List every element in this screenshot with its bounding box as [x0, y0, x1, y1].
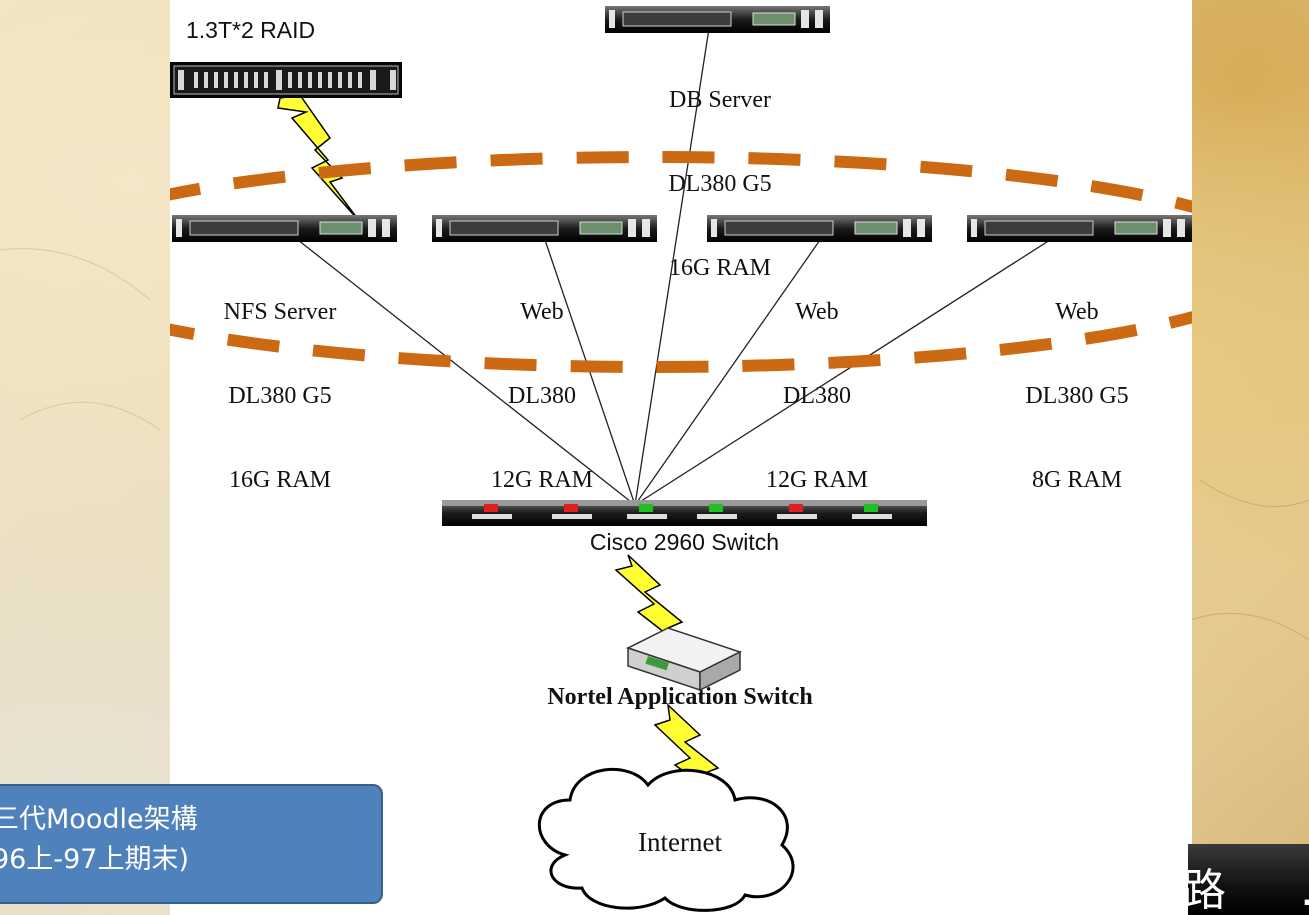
diagram-canvas [170, 5, 1192, 912]
internet-label: Internet [638, 827, 722, 857]
server-model: DL380 [783, 383, 851, 409]
server-model: DL380 G5 [228, 383, 332, 409]
web-server-1-label: Web DL380 12G RAM [432, 242, 652, 550]
link-web3 [634, 239, 1051, 506]
web-server-3-icon [966, 214, 1192, 243]
link-web2 [634, 239, 821, 506]
server-ram: 12G RAM [490, 467, 593, 493]
server-ram: 12G RAM [765, 467, 868, 493]
raid-storage-icon [170, 62, 402, 98]
caption-line-2: 96上-97上期末) [0, 844, 189, 875]
web-server-3-label: Web DL380 G5 8G RAM [967, 242, 1187, 550]
network-links [297, 21, 1051, 506]
server-ram: 16G RAM [228, 467, 331, 493]
corner-banner: 路 ... [1188, 844, 1309, 915]
nfs-server-icon [171, 214, 398, 243]
network-diagram: 1.3T*2 RAID DB Server DL380 G5 16G RAM N… [170, 0, 1192, 915]
db-server-icon [604, 5, 831, 34]
db-server-model: DL380 G5 [668, 171, 772, 197]
cisco-switch-icon [442, 500, 927, 526]
caption-box: 三代Moodle架構 96上-97上期末) [0, 784, 383, 904]
cisco-switch-label: Cisco 2960 Switch [589, 529, 780, 555]
server-name: Web [795, 299, 839, 325]
server-name: Web [520, 299, 564, 325]
server-ram: 8G RAM [1031, 467, 1122, 493]
internet-cloud-icon [537, 767, 795, 912]
corner-banner-text: 路 ... [1188, 865, 1309, 915]
nfs-server-label: NFS Server DL380 G5 16G RAM [170, 242, 390, 550]
db-server-label: DB Server DL380 G5 16G RAM [610, 30, 830, 338]
server-model: DL380 [508, 383, 576, 409]
web-server-2-label: Web DL380 12G RAM [707, 242, 927, 550]
db-server-ram: 16G RAM [668, 255, 771, 281]
link-nfs [297, 239, 636, 506]
lightning-bolt-raid [277, 94, 361, 223]
raid-label: 1.3T*2 RAID [186, 17, 316, 43]
caption-line-1: 三代Moodle架構 [0, 804, 198, 835]
server-model: DL380 G5 [1025, 383, 1129, 409]
nortel-switch-label: Nortel Application Switch [547, 684, 813, 710]
server-name: NFS Server [223, 299, 337, 325]
link-web1 [544, 239, 636, 506]
link-db [634, 21, 711, 506]
server-name: Web [1055, 299, 1099, 325]
nortel-switch-icon [626, 627, 742, 692]
db-server-name: DB Server [669, 87, 771, 113]
